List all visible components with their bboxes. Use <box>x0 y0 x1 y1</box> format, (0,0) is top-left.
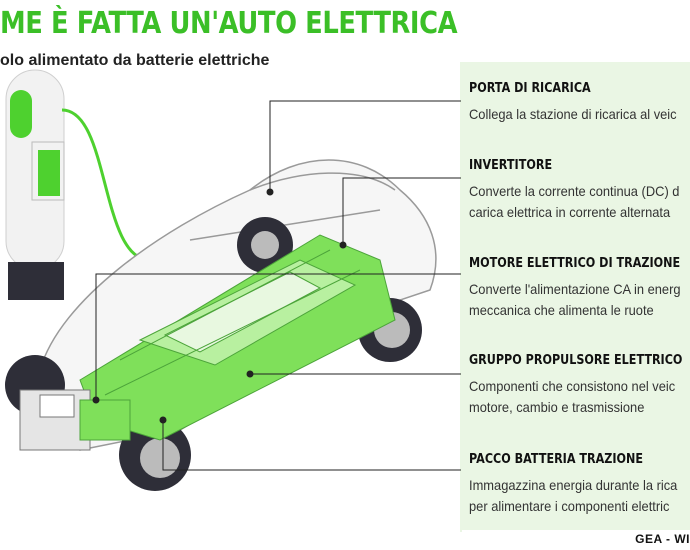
credit-bar: GEA - WI <box>462 530 690 550</box>
wheels <box>5 217 422 491</box>
page-title: ME È FATTA UN'AUTO ELETTRICA <box>0 6 458 41</box>
label-porta-di-ricarica: PORTA DI RICARICA <box>469 81 591 96</box>
label-gruppo-propulsore: GRUPPO PROPULSORE ELETTRICO <box>469 353 683 368</box>
desc-gruppo-propulsore-1: Componenti che consistono nel veic <box>469 378 676 394</box>
label-pacco-batteria: PACCO BATTERIA TRAZIONE <box>469 452 644 467</box>
desc-invertitore-2: carica elettrica in corrente alternata <box>469 204 671 220</box>
credit-text: GEA - WI <box>635 532 690 546</box>
page-subtitle: olo alimentato da batterie elettriche <box>0 52 270 69</box>
charging-station-icon <box>5 69 65 300</box>
label-motore-elettrico: MOTORE ELETTRICO DI TRAZIONE <box>469 256 681 271</box>
desc-porta-di-ricarica-1: Collega la stazione di ricarica al veic <box>469 106 677 122</box>
desc-invertitore-1: Converte la corrente continua (DC) d <box>469 183 680 199</box>
battery-pack <box>79 234 396 441</box>
desc-pacco-batteria-1: Immagazzina energia durante la rica <box>469 477 678 493</box>
desc-pacco-batteria-2: per alimentare i componenti elettric <box>469 498 670 514</box>
front-motor-block <box>19 389 131 451</box>
desc-motore-elettrico-2: meccanica che alimenta le ruote <box>469 302 654 318</box>
desc-gruppo-propulsore-2: motore, cambio e trasmissione <box>469 399 645 415</box>
label-invertitore: INVERTITORE <box>469 158 553 173</box>
info-panel <box>460 62 690 532</box>
desc-motore-elettrico-1: Converte l'alimentazione CA in energ <box>469 281 681 297</box>
